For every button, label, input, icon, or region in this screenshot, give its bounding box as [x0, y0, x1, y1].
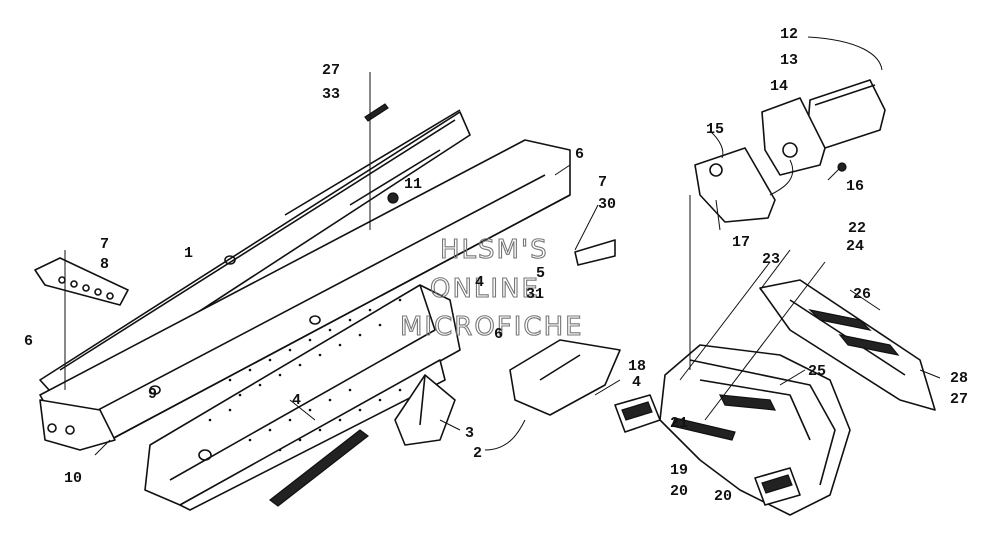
callout-7a: 7 [100, 236, 109, 253]
step-pad-20b [754, 467, 801, 506]
callout-18: 18 [628, 358, 646, 375]
callout-6a: 6 [24, 333, 33, 350]
callout-30: 30 [598, 196, 616, 213]
taillight-housing-15 [694, 147, 776, 223]
callout-20b: 20 [714, 488, 732, 505]
callout-1: 1 [184, 245, 193, 262]
strip-21 [671, 417, 736, 441]
watermark-line-1: HLSM'S [440, 235, 549, 265]
callout-5: 5 [536, 265, 545, 282]
bracket-2 [509, 339, 621, 416]
fastener-33 [364, 103, 389, 122]
rivet-pattern [208, 298, 402, 452]
callout-4a: 4 [292, 392, 301, 409]
callout-22: 22 [848, 220, 866, 237]
callout-8: 8 [100, 256, 109, 273]
callout-32: 27 [322, 62, 340, 79]
callout-12: 12 [780, 26, 798, 43]
callout-23: 23 [762, 251, 780, 268]
callout-9: 9 [148, 386, 157, 403]
callout-2: 2 [473, 445, 482, 462]
strip-4 [269, 429, 369, 507]
callout-26: 26 [853, 286, 871, 303]
callout-27: 27 [950, 391, 968, 408]
step-pad-20a [614, 394, 661, 433]
callout-7b: 7 [598, 174, 607, 191]
callout-16: 16 [846, 178, 864, 195]
callout-24: 24 [846, 238, 864, 255]
callout-25: 25 [808, 363, 826, 380]
callout-14: 14 [770, 78, 788, 95]
callout-6b: 6 [494, 326, 503, 343]
callout-13: 13 [780, 52, 798, 69]
callout-labels: 27 33 11 1 7 8 6 9 10 4 3 2 4 5 31 6 6 7… [24, 26, 968, 505]
callout-20a: 20 [670, 483, 688, 500]
fastener-11 [387, 192, 399, 204]
callout-21: 21 [670, 415, 688, 432]
callout-33: 33 [322, 86, 340, 103]
watermark-line-2: ONLINE [430, 274, 540, 304]
callout-28: 28 [950, 370, 968, 387]
callout-6c: 6 [575, 146, 584, 163]
snow-flap-27 [759, 279, 936, 411]
taillight-lens-13 [807, 79, 886, 149]
callout-10: 10 [64, 470, 82, 487]
taillight-base-14 [761, 97, 826, 176]
callout-17: 17 [732, 234, 750, 251]
watermark-line-3: MICROFICHE [400, 312, 584, 342]
callout-19: 19 [670, 462, 688, 479]
decal-30 [574, 239, 616, 266]
bracket-3 [394, 374, 456, 446]
main-tunnel-body [39, 139, 571, 511]
callout-4b: 4 [475, 274, 484, 291]
callout-3: 3 [465, 425, 474, 442]
callout-11: 11 [404, 176, 422, 193]
rear-bumper-25 [659, 344, 851, 516]
callout-31: 31 [526, 286, 544, 303]
leader-lines [64, 36, 941, 456]
callout-15: 15 [706, 121, 724, 138]
callout-4c: 4 [632, 374, 641, 391]
wire-harness-16 [769, 159, 847, 196]
watermark: HLSM'S ONLINE MICROFICHE [399, 234, 584, 342]
bracket-8 [34, 257, 129, 306]
